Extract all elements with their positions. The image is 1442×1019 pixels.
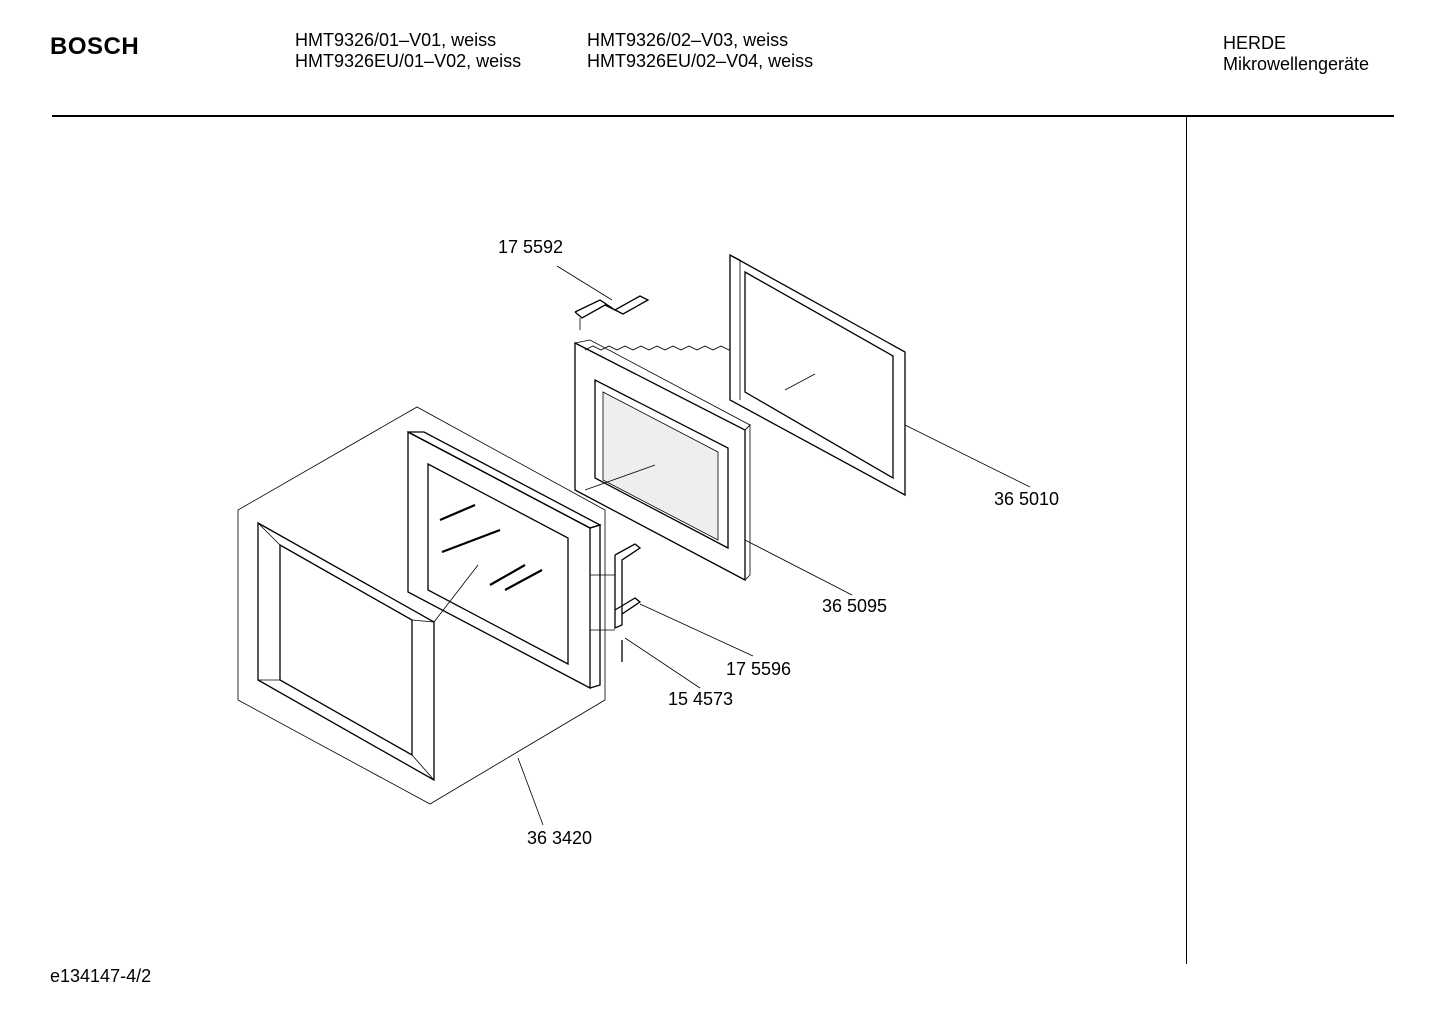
category-line-1: HERDE (1223, 33, 1287, 53)
part-number-label: 15 4573 (668, 689, 734, 709)
bracket-part (574, 295, 650, 330)
hinge-part (590, 543, 642, 662)
part-number-label: 36 5095 (822, 596, 888, 616)
part-number-label: 17 5592 (498, 237, 564, 257)
inner-door-part (574, 339, 751, 582)
part-number-label: 36 3420 (527, 828, 593, 848)
category-line-2: Mikrowellengeräte (1223, 54, 1370, 74)
front-panel-part (237, 406, 606, 805)
model-entry: HMT9326/02–V03, weiss (587, 30, 789, 50)
brand-logo: BOSCH (50, 33, 140, 60)
model-list-2: HMT9326/02–V03, weiss HMT9326EU/02–V04, … (587, 30, 813, 72)
door-glass-frame (407, 430, 602, 690)
part-number-label: 36 5010 (994, 489, 1060, 509)
rear-frame-part (729, 253, 906, 497)
model-entry: HMT9326EU/02–V04, weiss (587, 51, 814, 71)
document-code: e134147-4/2 (50, 966, 152, 986)
product-category: HERDE Mikrowellengeräte (1223, 33, 1369, 75)
model-entry: HMT9326EU/01–V02, weiss (295, 51, 522, 71)
part-number-label: 17 5596 (726, 659, 792, 679)
leader-lines (517, 265, 1031, 826)
header-divider (52, 115, 1394, 117)
model-list-1: HMT9326/01–V01, weiss HMT9326EU/01–V02, … (295, 30, 521, 72)
side-divider (1186, 117, 1187, 964)
model-entry: HMT9326/01–V01, weiss (295, 30, 497, 50)
